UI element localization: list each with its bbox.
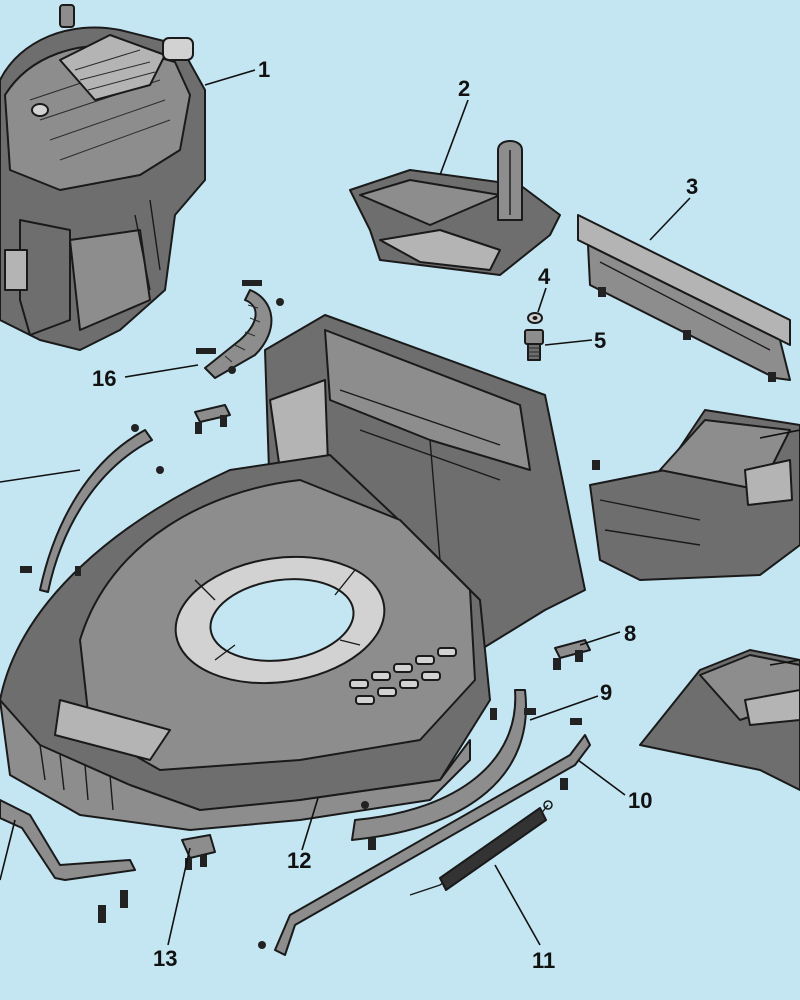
engine-part <box>0 4 206 351</box>
screw-icon <box>598 287 776 382</box>
right-strip-part <box>351 689 582 850</box>
callout-5: 5 <box>594 328 606 353</box>
callout-9: 9 <box>600 680 612 705</box>
washer-part <box>527 312 543 324</box>
mulch-plug-part <box>639 649 800 791</box>
mower-deck-part <box>0 314 586 831</box>
rear-baffle-part <box>349 140 561 276</box>
callout-1: 1 <box>258 57 270 82</box>
callout-16: 16 <box>92 366 116 391</box>
rear-flap-part <box>577 214 791 382</box>
deck-vents <box>349 647 457 705</box>
callout-12: 12 <box>287 848 311 873</box>
callout-13: 13 <box>153 946 177 971</box>
callout-4: 4 <box>538 264 551 289</box>
callout-8: 8 <box>624 621 636 646</box>
callout-labels: 1 2 3 4 5 8 9 10 11 12 13 16 <box>92 57 698 973</box>
height-bracket-part <box>196 280 284 379</box>
clamp-part <box>181 834 216 870</box>
callout-3: 3 <box>686 174 698 199</box>
bolt-part <box>524 329 544 361</box>
side-discharge-part <box>589 409 800 581</box>
handle-bar-part <box>0 799 136 923</box>
leader-lines <box>0 69 800 946</box>
spring-part <box>409 800 553 896</box>
callout-11: 11 <box>532 948 555 973</box>
callout-10: 10 <box>628 788 652 813</box>
rear-rod-part <box>258 734 591 956</box>
clip-part <box>194 404 231 434</box>
callout-2: 2 <box>458 76 470 101</box>
left-strip-part <box>20 424 164 593</box>
small-bracket-part <box>553 639 591 670</box>
